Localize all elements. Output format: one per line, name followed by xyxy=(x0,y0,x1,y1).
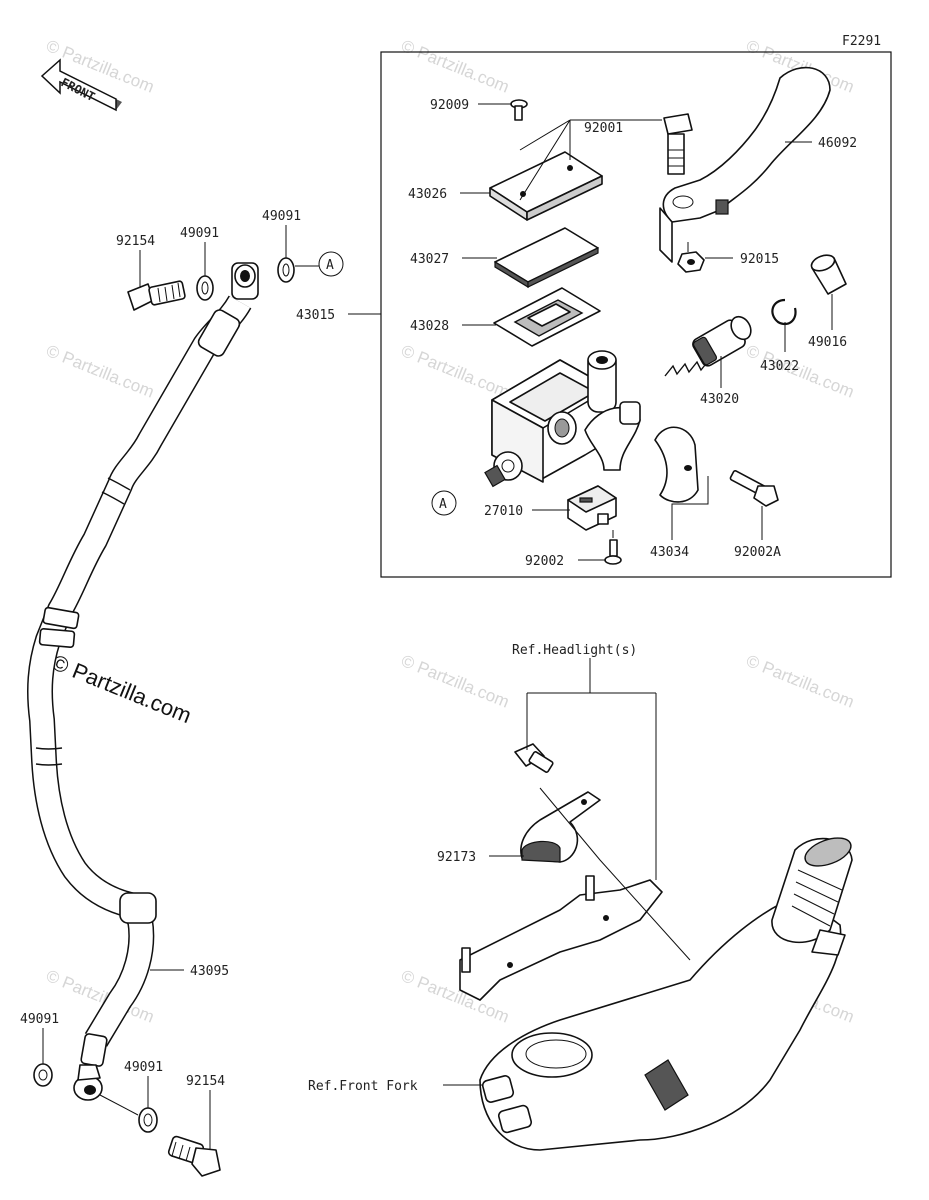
callout-a-label: A xyxy=(439,497,447,512)
label-43026: 43026 xyxy=(408,187,447,202)
label-92002A: 92002A xyxy=(734,545,781,560)
leader-lines xyxy=(42,103,833,1150)
label-43034: 43034 xyxy=(650,545,689,560)
label-92154-bottom: 92154 xyxy=(186,1074,225,1089)
label-46092: 46092 xyxy=(818,136,857,151)
piston-43020 xyxy=(664,315,752,377)
label-43020: 43020 xyxy=(700,392,739,407)
brake-lever-46092 xyxy=(659,66,831,263)
watermark: © Partzilla.com xyxy=(744,651,857,712)
label-92001: 92001 xyxy=(584,121,623,136)
brake-hose xyxy=(27,262,259,1101)
label-92002: 92002 xyxy=(525,554,564,569)
triple-clamp xyxy=(479,837,853,1151)
screw-92009 xyxy=(510,99,528,121)
banjo-bolt-top xyxy=(127,280,186,311)
bolt-92002A xyxy=(729,470,779,507)
callout-a-label: A xyxy=(326,258,334,273)
dust-boot-49016 xyxy=(810,254,847,295)
label-49016: 49016 xyxy=(808,335,847,350)
label-ref-front-fork: Ref.Front Fork xyxy=(308,1079,418,1094)
bolt-92001 xyxy=(663,113,693,175)
label-49091-top-2: 49091 xyxy=(262,209,301,224)
part-labels: 92009 92001 46092 43026 43027 92015 4301… xyxy=(20,98,857,1094)
label-43095: 43095 xyxy=(190,964,229,979)
hose-clamp-92173 xyxy=(520,791,601,863)
screw-92002 xyxy=(604,539,622,565)
label-49091-bottom-2: 49091 xyxy=(124,1060,163,1075)
banjo-bolt-bottom xyxy=(167,1135,221,1177)
watermark: © Partzilla.com xyxy=(399,341,512,402)
figure-id: F2291 xyxy=(842,34,881,49)
label-49091-top-1: 49091 xyxy=(180,226,219,241)
master-cylinder-assembly-box xyxy=(380,51,892,578)
snap-ring-43022 xyxy=(771,298,797,326)
callout-a-top: A xyxy=(318,251,344,277)
watermark: © Partzilla.com xyxy=(399,36,512,97)
label-43028: 43028 xyxy=(410,319,449,334)
label-92173: 92173 xyxy=(437,850,476,865)
headlight-bolt xyxy=(514,743,554,773)
brake-switch-27010 xyxy=(567,485,617,531)
clamp-43034 xyxy=(654,426,699,503)
label-92154-top: 92154 xyxy=(116,234,155,249)
watermark: © Partzilla.com xyxy=(399,651,512,712)
callout-a-cylinder: A xyxy=(431,490,457,516)
headlight-bracket xyxy=(459,875,663,1001)
label-92009: 92009 xyxy=(430,98,469,113)
label-ref-headlight: Ref.Headlight(s) xyxy=(512,643,637,658)
label-27010: 27010 xyxy=(484,504,523,519)
label-43027: 43027 xyxy=(410,252,449,267)
master-cylinder-body-43015 xyxy=(484,350,641,488)
watermark-large: © Partzilla.com xyxy=(48,649,195,728)
label-92015: 92015 xyxy=(740,252,779,267)
label-43022: 43022 xyxy=(760,359,799,374)
watermark: © Partzilla.com xyxy=(44,341,157,402)
label-49091-bottom-1: 49091 xyxy=(20,1012,59,1027)
label-43015: 43015 xyxy=(296,308,335,323)
